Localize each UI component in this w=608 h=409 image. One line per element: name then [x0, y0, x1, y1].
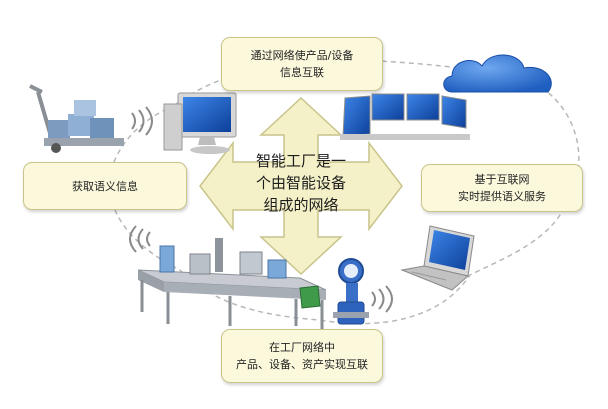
flow-meter-icon [333, 258, 369, 325]
laptop-icon [400, 225, 475, 291]
box-left-line-1: 获取语义信息 [72, 179, 138, 193]
box-right-line-1: 基于互联网 [474, 173, 530, 186]
center-line-1: 智能工厂是一 [255, 152, 346, 170]
box-left-semantic-info: 获取语义信息 [23, 162, 187, 210]
box-bottom-line-1: 在工厂网络中 [269, 341, 335, 354]
box-bottom-factory-network: 在工厂网络中 产品、设备、资产实现互联 [221, 329, 383, 383]
hand-truck-icon [29, 84, 124, 153]
box-right-semantic-service: 基于互联网 实时提供语义服务 [421, 164, 583, 212]
monitors-network-icon [340, 93, 470, 140]
wireless-signal-icon [129, 106, 393, 313]
center-line-3: 组成的网络 [263, 196, 339, 214]
box-top-line-2: 信息互联 [280, 66, 324, 79]
box-right-line-2: 实时提供语义服务 [458, 190, 546, 203]
center-line-2: 个由智能设备 [255, 174, 346, 192]
box-top-network-link: 通过网络使产品/设备 信息互联 [221, 37, 383, 91]
cloud-icon [443, 54, 552, 93]
production-line-icon [137, 238, 327, 330]
box-bottom-line-2: 产品、设备、资产实现互联 [236, 358, 368, 371]
box-top-line-1: 通过网络使产品/设备 [250, 49, 354, 62]
four-way-arrow [199, 96, 403, 276]
center-title: 智能工厂是一 个由智能设备 组成的网络 [241, 150, 361, 216]
desktop-computer-icon [163, 92, 237, 154]
